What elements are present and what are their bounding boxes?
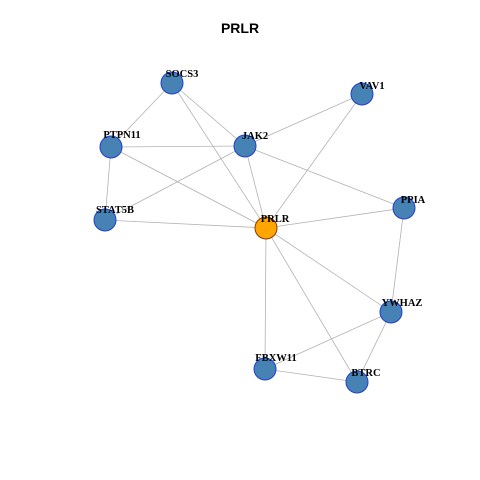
edge-jak2-ppia bbox=[244, 145, 405, 209]
edge-fbxw11-btrc bbox=[264, 368, 358, 383]
node-btrc[interactable] bbox=[345, 370, 369, 394]
edge-vav1-prlr bbox=[265, 93, 363, 229]
node-ptpn11[interactable] bbox=[99, 135, 123, 159]
node-prlr[interactable] bbox=[254, 216, 278, 240]
edge-ptpn11-jak2 bbox=[110, 145, 246, 148]
edge-stat5b-prlr bbox=[104, 219, 267, 229]
edge-ywhaz-btrc bbox=[356, 311, 392, 383]
node-label-ptpn11: PTPN11 bbox=[103, 130, 140, 141]
graph-title: PRLR bbox=[220, 20, 260, 36]
node-label-ppia: PPIA bbox=[401, 195, 426, 206]
node-label-fbxw11: FBXW11 bbox=[255, 353, 296, 364]
edge-prlr-ppia bbox=[265, 207, 405, 229]
node-fbxw11[interactable] bbox=[253, 357, 277, 381]
node-label-prlr: PRLR bbox=[261, 214, 290, 225]
edge-ptpn11-stat5b bbox=[104, 146, 112, 221]
edge-ppia-ywhaz bbox=[390, 207, 405, 313]
edge-jak2-prlr bbox=[244, 145, 267, 229]
edge-prlr-btrc bbox=[265, 227, 358, 383]
edge-ptpn11-prlr bbox=[110, 146, 267, 229]
edge-prlr-fbxw11 bbox=[264, 227, 267, 370]
node-label-stat5b: STAT5B bbox=[96, 205, 134, 216]
node-vav1[interactable] bbox=[350, 82, 374, 106]
edges-layer bbox=[104, 82, 405, 383]
node-socs3[interactable] bbox=[160, 71, 184, 95]
edge-jak2-stat5b bbox=[104, 145, 246, 221]
node-stat5b[interactable] bbox=[93, 208, 117, 232]
edge-socs3-jak2 bbox=[171, 82, 246, 147]
node-label-jak2: JAK2 bbox=[242, 131, 268, 142]
node-label-socs3: SOCS3 bbox=[166, 69, 199, 80]
edge-socs3-ptpn11 bbox=[110, 82, 173, 148]
edge-prlr-ywhaz bbox=[265, 227, 392, 313]
node-label-ywhaz: YWHAZ bbox=[382, 298, 423, 309]
node-label-btrc: BTRC bbox=[351, 368, 380, 379]
node-jak2[interactable] bbox=[233, 134, 257, 158]
node-ppia[interactable] bbox=[392, 196, 416, 220]
nodes-layer bbox=[93, 71, 416, 394]
node-ywhaz[interactable] bbox=[379, 300, 403, 324]
node-label-vav1: VAV1 bbox=[359, 81, 384, 92]
edge-ywhaz-fbxw11 bbox=[264, 311, 392, 370]
edge-vav1-jak2 bbox=[244, 93, 363, 147]
edge-socs3-prlr bbox=[171, 82, 267, 229]
